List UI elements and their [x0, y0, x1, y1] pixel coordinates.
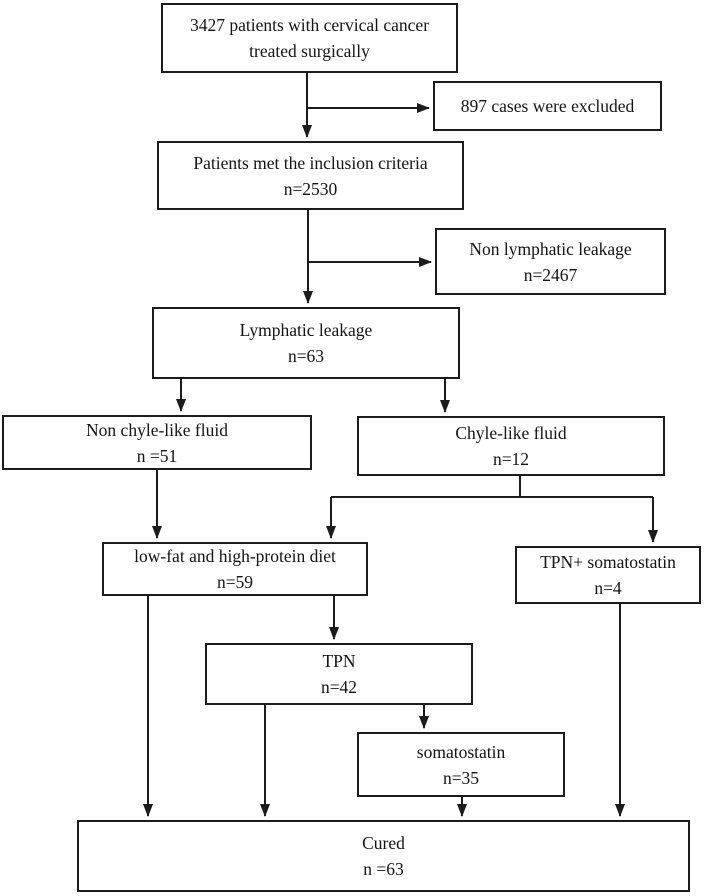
node-label: Non chyle-like fluid — [86, 419, 228, 440]
node-count: n=12 — [492, 449, 530, 469]
node-count: n=2467 — [523, 264, 578, 285]
node-non-lymphatic-leakage: Non lymphatic leakage n=2467 — [435, 228, 666, 295]
node-label: 3427 patients with cervical cancer — [189, 15, 430, 35]
node-label: 897 cases were excluded — [460, 96, 635, 116]
node-label: somatostatin — [416, 741, 506, 762]
node-count: n=2530 — [283, 178, 338, 199]
node-count: n=42 — [320, 677, 358, 697]
node-lowfat-highprotein-diet: low-fat and high-protein diet n=59 — [102, 542, 368, 596]
node-inclusion-criteria: Patients met the inclusion criteria n=25… — [157, 141, 464, 210]
node-non-chyle-like-fluid: Non chyle-like fluid n =51 — [2, 415, 312, 470]
node-count: n=4 — [594, 578, 622, 598]
node-cases-excluded: 897 cases were excluded — [433, 81, 662, 131]
node-tpn-somatostatin: TPN+ somatostatin n=4 — [515, 546, 701, 604]
node-label: TPN+ somatostatin — [540, 552, 676, 572]
node-label: TPN — [322, 651, 356, 671]
node-count: n =51 — [136, 445, 178, 466]
node-label: low-fat and high-protein diet — [134, 546, 336, 566]
node-somatostatin: somatostatin n=35 — [357, 732, 565, 797]
node-label: Lymphatic leakage — [239, 320, 373, 340]
node-label: Non lymphatic leakage — [469, 238, 632, 259]
node-count: treated surgically — [249, 41, 370, 61]
node-count: n =63 — [363, 859, 404, 879]
node-tpn: TPN n=42 — [205, 643, 473, 705]
node-chyle-like-fluid: Chyle-like fluid n=12 — [357, 416, 665, 476]
node-count: n=63 — [287, 346, 325, 366]
node-label: Patients met the inclusion criteria — [193, 152, 428, 173]
node-count: n=35 — [442, 767, 480, 788]
node-count: n=59 — [216, 572, 254, 592]
node-label: Cured — [362, 833, 405, 853]
edge-chyle-branch-line — [331, 476, 653, 498]
node-label: Chyle-like fluid — [455, 423, 567, 443]
node-patients-surgical: 3427 patients with cervical cancer treat… — [161, 3, 458, 73]
node-cured: Cured n =63 — [77, 820, 690, 892]
node-lymphatic-leakage: Lymphatic leakage n=63 — [152, 307, 460, 379]
